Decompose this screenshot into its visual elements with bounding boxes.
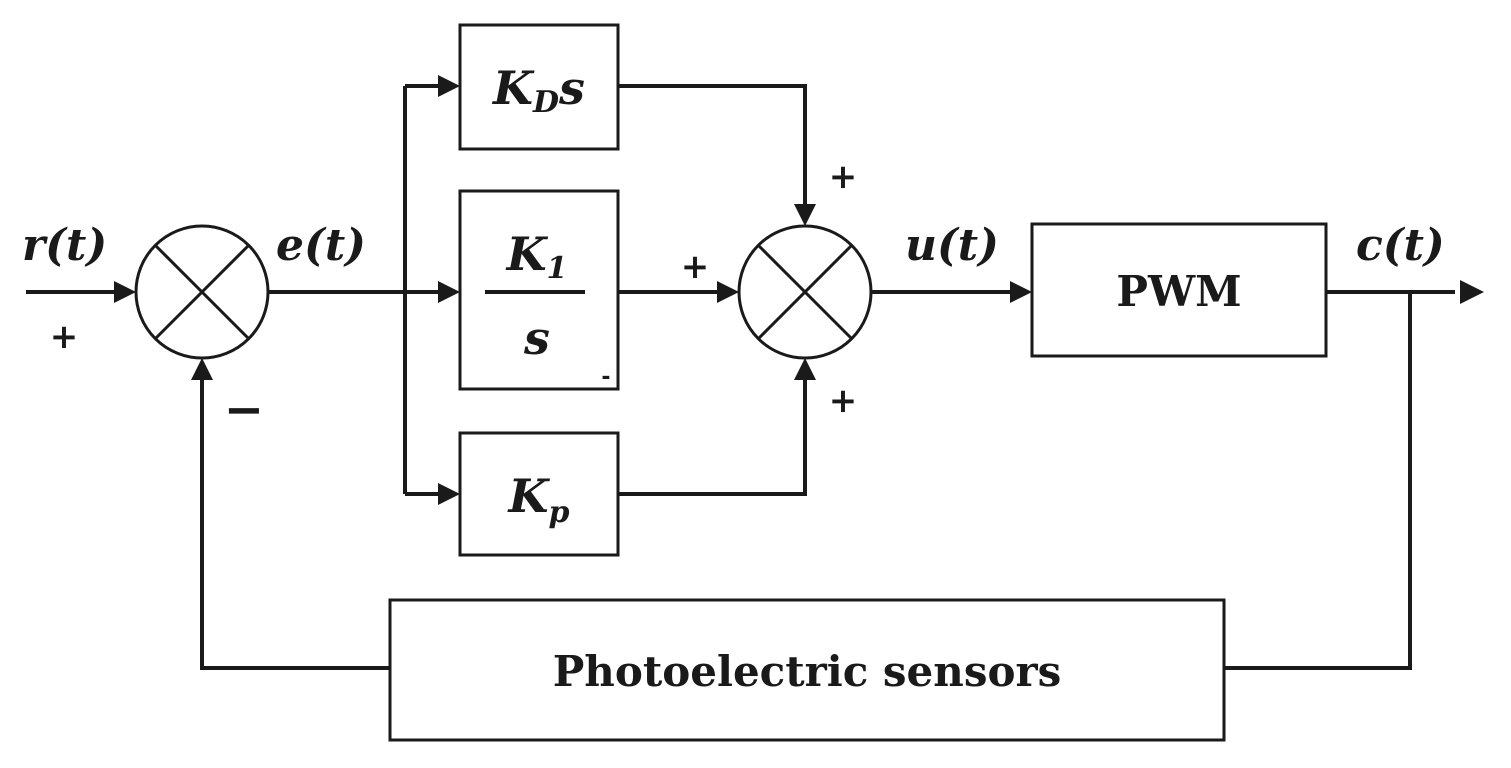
- derivative-plus-sign: +: [829, 157, 858, 197]
- arrowhead-into-derivative: [438, 75, 460, 97]
- arrowhead-into-proportional: [438, 483, 460, 505]
- feedback-return-wire: [200, 378, 390, 670]
- integral-numerator-label: K1: [505, 227, 568, 286]
- control-signal-label: u(t): [905, 220, 999, 271]
- error-summing-junction: [134, 224, 270, 360]
- output-signal-label: c(t): [1356, 220, 1445, 271]
- proportional-gain-symbol: K: [507, 469, 551, 523]
- pwm-block: [1030, 222, 1328, 358]
- arrowhead-proportional-into-junction2: [794, 358, 816, 380]
- arrowhead-into-pwm: [1010, 281, 1032, 303]
- derivative-operator: s: [558, 61, 585, 115]
- proportional-output-wire: [618, 378, 807, 496]
- arrowhead-into-integral: [438, 281, 460, 303]
- arrowhead-output: [1460, 280, 1484, 304]
- feedback-minus-sign: −: [224, 382, 264, 438]
- integral-plus-sign: +: [681, 247, 710, 287]
- proportional-gain-label: Kp: [507, 469, 570, 530]
- derivative-gain-symbol: K: [491, 61, 535, 115]
- arrowhead-derivative-into-junction2: [794, 204, 816, 226]
- derivative-gain-label: KDs: [491, 61, 585, 120]
- error-signal-label: e(t): [276, 220, 366, 271]
- reference-plus-sign: +: [50, 317, 79, 357]
- integral-gain-symbol: K: [505, 227, 549, 281]
- derivative-gain-subscript: D: [532, 85, 559, 120]
- signal-wires: [26, 84, 1455, 670]
- proportional-plus-sign: +: [829, 381, 858, 421]
- derivative-output-wire: [618, 84, 807, 206]
- sensor-block: [388, 598, 1226, 742]
- proportional-gain-subscript: p: [549, 495, 570, 530]
- integral-gain-subscript: 1: [547, 251, 568, 286]
- derivative-block: [458, 23, 620, 151]
- reference-signal-label: r(t): [22, 220, 107, 271]
- integral-denominator-label: s: [523, 311, 550, 365]
- control-summing-junction: [737, 224, 873, 360]
- proportional-block: [458, 431, 620, 557]
- sensor-label: Photoelectric sensors: [553, 647, 1062, 696]
- arrowhead-integral-into-junction2: [717, 281, 739, 303]
- arrowhead-feedback-into-junction1: [191, 358, 213, 380]
- pwm-label: PWM: [1116, 267, 1241, 316]
- integral-corner-mark: -: [601, 365, 610, 390]
- arrowheads: [114, 75, 1484, 505]
- arrowhead-into-junction1: [114, 281, 136, 303]
- feedback-output-wire: [1224, 292, 1412, 670]
